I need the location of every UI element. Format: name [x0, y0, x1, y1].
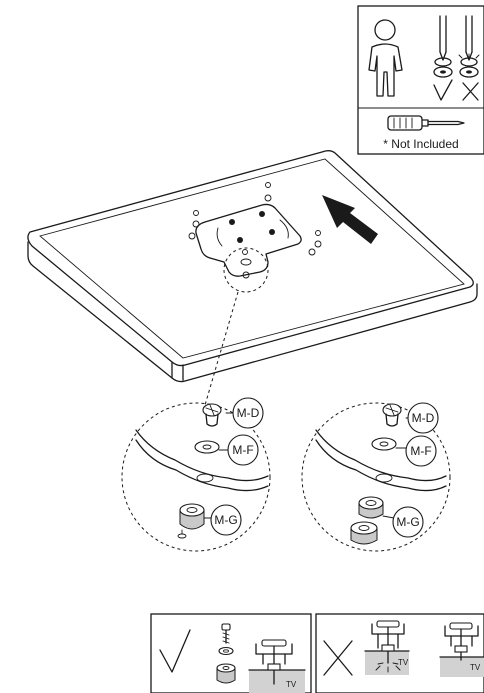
- tv-panel: [27, 150, 478, 383]
- tv-label-wrong-2: TV: [470, 663, 481, 672]
- tv-mount-wrong-2-icon: TV: [439, 622, 484, 677]
- leader-line: [202, 291, 239, 413]
- check-icon: [433, 79, 453, 101]
- tv-mount-wrong-1-icon: TV: [364, 620, 410, 675]
- part-label-md: M-D: [412, 411, 435, 425]
- correct-usage-box: TV: [150, 613, 312, 693]
- part-label-mg: M-G: [396, 515, 419, 529]
- part-label-mf: M-F: [410, 444, 431, 458]
- detail-left: M-D M-F M-G: [121, 397, 271, 552]
- check-icon: [159, 629, 191, 673]
- tv-mount-correct-icon: TV: [248, 639, 306, 693]
- part-mg-left: M-G: [179, 503, 242, 536]
- part-md-right: M-D: [382, 402, 439, 434]
- part-mg-right: M-G: [350, 496, 424, 545]
- wrong-usage-box: TV TV: [315, 613, 484, 693]
- person-icon: [368, 19, 403, 97]
- part-label-mg: M-G: [214, 513, 237, 527]
- tv-label-wrong-1: TV: [398, 658, 409, 667]
- part-md-left: M-D: [202, 397, 264, 429]
- part-label-mf: M-F: [232, 443, 253, 457]
- screwdriver-icon: [387, 115, 465, 131]
- hardware-stack-icon: [216, 623, 236, 684]
- screw-no-icon: [458, 15, 480, 78]
- notice-box: * Not Included: [357, 5, 484, 155]
- part-label-md: M-D: [237, 406, 260, 420]
- detail-right: M-D M-F M-G: [301, 402, 451, 552]
- part-mf-right: M-F: [371, 435, 437, 467]
- cross-icon: [462, 82, 479, 101]
- cross-icon: [323, 640, 353, 676]
- part-mf-left: M-F: [194, 434, 259, 466]
- tv-label: TV: [286, 680, 297, 689]
- tool-note: * Not Included: [383, 137, 458, 151]
- screw-ok-icon: [433, 15, 453, 78]
- arrow-up-left-icon: [322, 195, 378, 244]
